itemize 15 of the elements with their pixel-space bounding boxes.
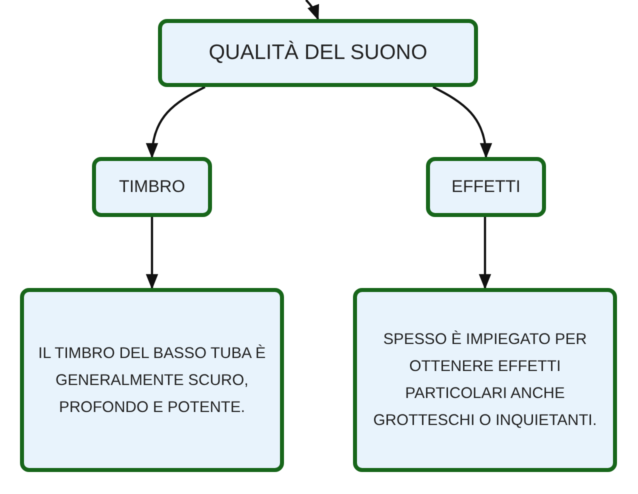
concept-text: SPESSO È IMPIEGATO PER OTTENERE EFFETTI PARTICOLARI ANCHE GROTTESCHI O INQUIETANTI. [372,330,598,431]
arrow [146,86,206,159]
concept-text: TIMBRO [118,176,186,198]
concept-box [353,288,617,472]
concept-text: QUALITÀ DEL SUONO [208,40,428,66]
concept-box [20,288,284,472]
concept-box [426,157,546,217]
arrow [305,0,320,20]
concept-text: IL TIMBRO DEL BASSO TUBA È GENERALMENTE SCURO, PROFONDO E POTENTE. [37,344,267,418]
concept-box [158,19,478,87]
arrow [478,217,492,290]
arrow [432,86,492,159]
concept-box [92,157,212,217]
concept-text: EFFETTI [452,176,520,198]
arrow [146,217,158,290]
